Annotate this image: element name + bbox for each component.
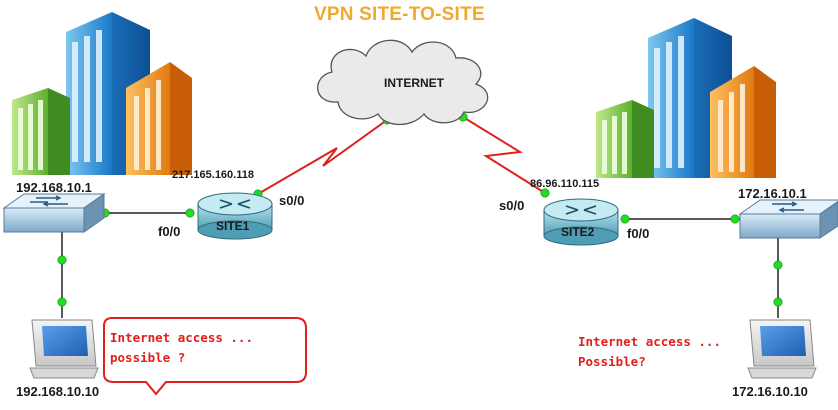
left-buildings xyxy=(12,12,192,175)
note-left: Internet access ... possible ? xyxy=(110,328,253,368)
note-right: Internet access ... Possible? xyxy=(578,332,721,372)
site2-serial-port: s0/0 xyxy=(499,198,525,213)
site1-router-label: SITE1 xyxy=(216,219,250,233)
note-bubble-left xyxy=(103,317,307,396)
site2-wan-ip: 86.96.110.115 xyxy=(530,178,600,190)
note-left-line2: possible ? xyxy=(110,350,186,365)
link-dot xyxy=(773,260,783,270)
link-dot xyxy=(620,214,630,224)
serial-link-right xyxy=(462,116,546,194)
link-dot xyxy=(57,297,67,307)
site1-wan-ip: 217.165.160.118 xyxy=(172,169,254,181)
internet-label: INTERNET xyxy=(384,76,444,90)
right-switch-ip: 172.16.10.1 xyxy=(738,186,807,201)
router-site1-icon xyxy=(197,192,273,240)
link-dot xyxy=(185,208,195,218)
site1-fast-port: f0/0 xyxy=(158,224,181,239)
diagram-title: VPN SITE-TO-SITE xyxy=(314,4,485,25)
site2-fast-port: f0/0 xyxy=(627,226,650,241)
right-pc-icon xyxy=(747,319,817,379)
site2-router-label: SITE2 xyxy=(561,225,595,239)
site1-serial-port: s0/0 xyxy=(279,193,305,208)
internet-cloud-icon xyxy=(317,39,489,126)
link-dot xyxy=(773,297,783,307)
left-switch-icon xyxy=(2,193,106,233)
right-buildings xyxy=(596,18,776,178)
serial-link-left xyxy=(257,119,388,195)
note-right-line2: Possible? xyxy=(578,354,646,369)
note-left-line1: Internet access ... xyxy=(110,330,253,345)
link-dot xyxy=(57,255,67,265)
link-dot xyxy=(730,214,740,224)
link-dot xyxy=(540,188,550,198)
right-switch-icon xyxy=(738,199,838,239)
router-site2-icon xyxy=(543,198,619,246)
left-switch-ip: 192.168.10.1 xyxy=(16,180,92,195)
left-pc-icon xyxy=(29,319,99,379)
right-pc-ip: 172.16.10.10 xyxy=(732,384,808,399)
left-pc-ip: 192.168.10.10 xyxy=(16,384,100,399)
note-right-line1: Internet access ... xyxy=(578,334,721,349)
